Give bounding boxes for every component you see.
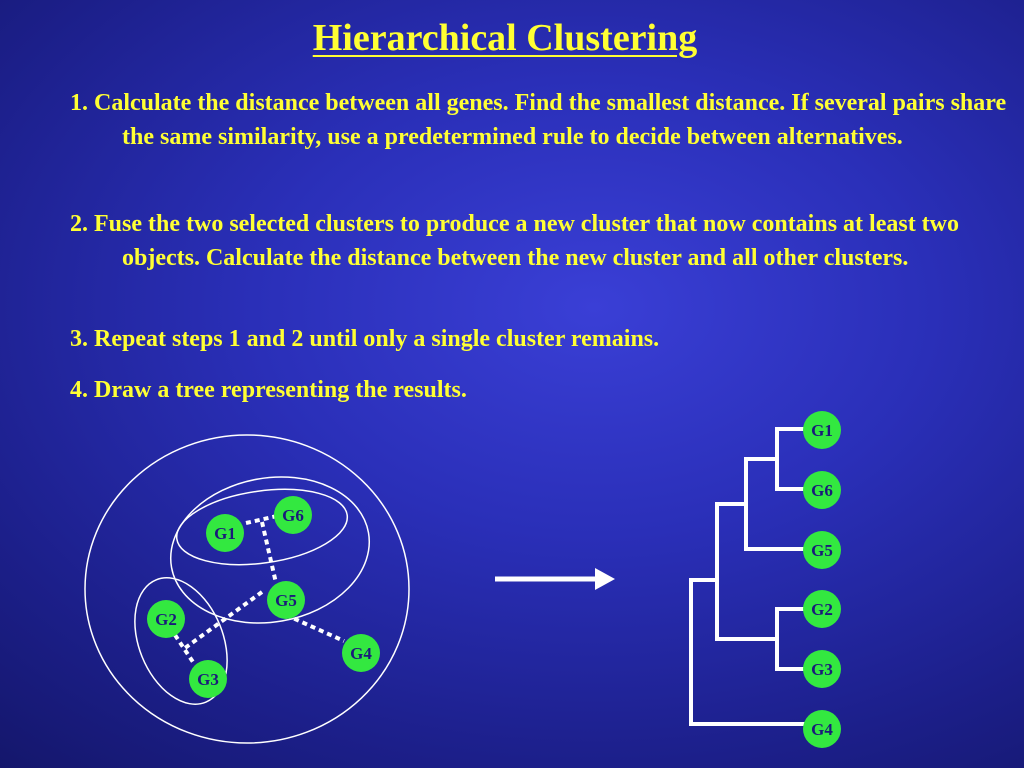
node-g1-label: G1 bbox=[214, 524, 236, 543]
leaf-g5: G5 bbox=[803, 531, 841, 569]
node-g6: G6 bbox=[274, 496, 312, 534]
node-g3-label: G3 bbox=[197, 670, 219, 689]
dendrogram bbox=[689, 427, 805, 726]
leaf-g4: G4 bbox=[803, 710, 841, 748]
link-g5-g2 bbox=[183, 590, 264, 650]
node-g4: G4 bbox=[342, 634, 380, 672]
node-g1: G1 bbox=[206, 514, 244, 552]
node-g6-label: G6 bbox=[282, 506, 304, 525]
leaf-g5-label: G5 bbox=[811, 541, 833, 560]
link-g1-g6 bbox=[245, 514, 278, 525]
cluster-outline-all bbox=[84, 434, 410, 744]
cluster-outline-g1-g6 bbox=[175, 488, 349, 566]
leaf-g2: G2 bbox=[803, 590, 841, 628]
leaf-g4-label: G4 bbox=[811, 720, 833, 739]
cluster-outline-g1-g6-g5 bbox=[169, 476, 371, 624]
step-4-text: 4. Draw a tree representing the results. bbox=[70, 377, 467, 403]
leaf-g6: G6 bbox=[803, 471, 841, 509]
node-g5-label: G5 bbox=[275, 591, 297, 610]
step-2-text: 2. Fuse the two selected clusters to pro… bbox=[70, 211, 960, 271]
node-g5: G5 bbox=[267, 581, 305, 619]
step-1-text: 1. Calculate the distance between all ge… bbox=[70, 90, 1007, 150]
dendrogram-branch-g1-g6 bbox=[775, 427, 805, 491]
step-3-text: 3. Repeat steps 1 and 2 until only a sin… bbox=[70, 326, 660, 352]
node-g4-label: G4 bbox=[350, 644, 372, 663]
dendrogram-leaves: G1 G6 G5 G2 G3 G4 bbox=[803, 411, 841, 748]
dendrogram-branch-root-g4 bbox=[689, 578, 805, 726]
cluster-diagram: G1 G6 G5 G2 G3 G4 bbox=[84, 434, 410, 744]
node-g2-label: G2 bbox=[155, 610, 177, 629]
node-g2: G2 bbox=[147, 600, 185, 638]
link-g5-g4 bbox=[285, 613, 345, 643]
distance-links bbox=[173, 514, 345, 667]
link-g6-g5 bbox=[260, 521, 278, 584]
leaf-g1: G1 bbox=[803, 411, 841, 449]
slide-title: Hierarchical Clustering bbox=[312, 17, 698, 59]
dendrogram-branch-g2-g3 bbox=[775, 607, 805, 671]
leaf-g2-label: G2 bbox=[811, 600, 833, 619]
leaf-g3: G3 bbox=[803, 650, 841, 688]
right-arrow-icon bbox=[495, 568, 615, 590]
dendrogram-branch-upper-lower bbox=[715, 502, 779, 641]
dendrogram-branch-g1g6-g5 bbox=[744, 457, 805, 551]
cluster-outline-g2-g3 bbox=[134, 577, 228, 705]
node-g3: G3 bbox=[189, 660, 227, 698]
leaf-g6-label: G6 bbox=[811, 481, 833, 500]
link-g2-g3 bbox=[173, 633, 197, 667]
leaf-g1-label: G1 bbox=[811, 421, 833, 440]
leaf-g3-label: G3 bbox=[811, 660, 833, 679]
